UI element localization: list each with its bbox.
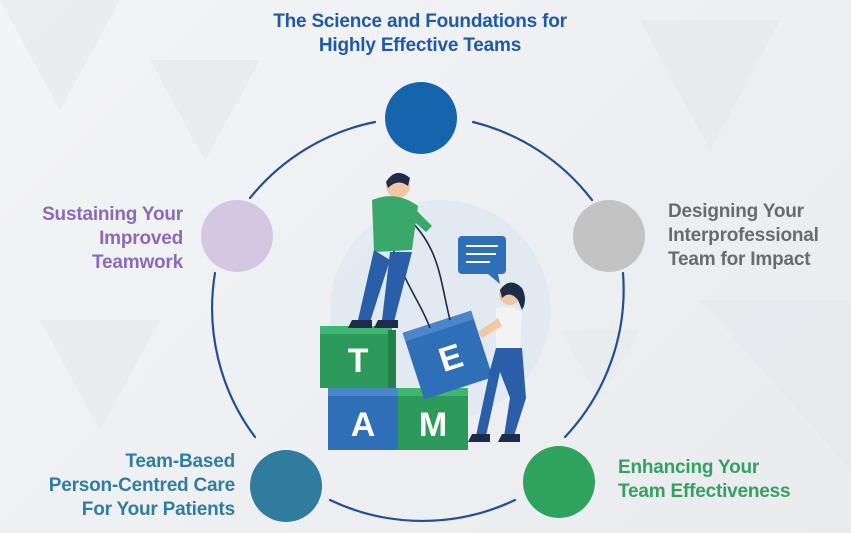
label-line: Team for Impact <box>668 249 811 270</box>
label-sustaining-teamwork: Sustaining Your Improved Teamwork <box>0 203 183 275</box>
label-designing-team: Designing Your Interprofessional Team fo… <box>668 200 851 272</box>
ring-arc-top-left <box>248 120 377 200</box>
block-t-letter: T <box>348 342 369 380</box>
node-enhancing-effectiveness <box>523 446 595 518</box>
label-line: Enhancing Your <box>618 457 760 478</box>
label-line: The Science and Foundations for <box>273 11 567 32</box>
node-designing-team <box>573 200 645 272</box>
label-line: Sustaining Your <box>42 204 183 225</box>
block-e: E <box>402 310 493 400</box>
ring-arc-top-right <box>471 120 594 202</box>
label-science-foundations: The Science and Foundations for Highly E… <box>240 10 600 58</box>
label-line: Team Effectiveness <box>618 481 791 502</box>
label-line: Teamwork <box>92 252 183 273</box>
label-line: Designing Your <box>668 201 804 222</box>
block-m: M <box>398 388 468 450</box>
node-sustaining-teamwork <box>201 200 273 272</box>
label-line: For Your Patients <box>81 499 235 520</box>
block-m-letter: M <box>419 406 447 444</box>
block-t: T <box>320 326 396 388</box>
node-team-based-care <box>250 450 322 522</box>
label-line: Interprofessional <box>668 225 819 246</box>
label-enhancing-effectiveness: Enhancing Your Team Effectiveness <box>618 456 851 504</box>
man-figure <box>348 172 432 328</box>
chat-bubble-icon <box>458 236 506 284</box>
team-illustration: A M T E <box>320 172 550 450</box>
ring-arc-bottom <box>328 498 517 523</box>
label-line: Improved <box>99 228 183 249</box>
label-line: Team-Based <box>125 451 235 472</box>
ring-arc-left <box>211 271 257 439</box>
rope-2 <box>409 219 451 321</box>
label-line: Highly Effective Teams <box>318 35 522 56</box>
label-line: Person-Centred Care <box>48 475 235 496</box>
block-a-letter: A <box>351 406 376 444</box>
node-science-foundations <box>385 82 457 154</box>
block-a: A <box>328 388 398 450</box>
woman-figure <box>468 282 526 442</box>
ring-arc-right <box>563 271 625 439</box>
label-team-based-care: Team-Based Person-Centred Care For Your … <box>0 450 235 522</box>
